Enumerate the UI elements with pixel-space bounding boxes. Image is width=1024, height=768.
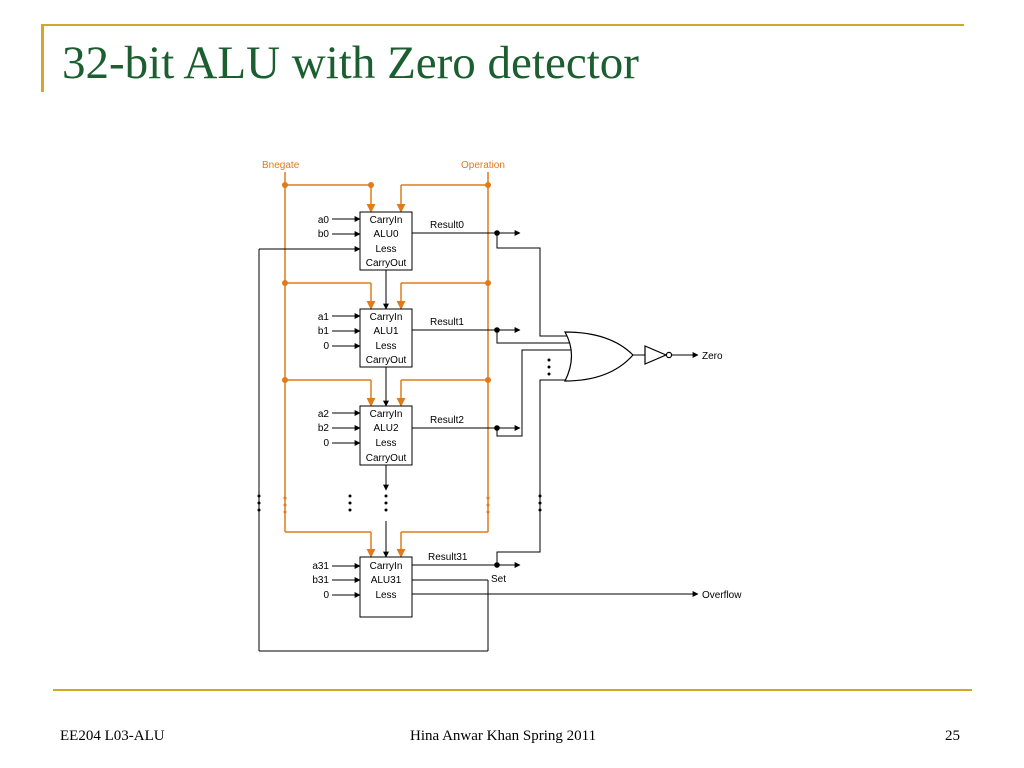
- title-frame-left-rule: [41, 24, 44, 92]
- alu31-less-label: Less: [375, 590, 396, 601]
- zero-label: Zero: [702, 351, 723, 362]
- or-gate: [563, 331, 634, 382]
- alu1-input-b: b1: [318, 326, 330, 337]
- alu2-carry-out-label: CarryOut: [366, 453, 407, 464]
- alu31-input-b: b31: [312, 575, 329, 586]
- alu1-name: ALU1: [373, 326, 398, 337]
- signal-junction-dots: [257, 230, 551, 568]
- alu1-input-less: 0: [323, 341, 329, 352]
- set-label: Set: [491, 574, 506, 585]
- alu31-name: ALU31: [371, 575, 402, 586]
- alu0-carry-in-label: CarryIn: [370, 215, 403, 226]
- operation-label: Operation: [461, 160, 505, 171]
- alu1-carry-in-label: CarryIn: [370, 312, 403, 323]
- title-frame-top-rule: [41, 24, 964, 26]
- alu0-result-label: Result0: [430, 220, 464, 231]
- control-junction-dots: [282, 182, 491, 514]
- alu0-input-b: b0: [318, 229, 330, 240]
- alu2-input-a: a2: [318, 409, 330, 420]
- alu31-carry-in-label: CarryIn: [370, 561, 403, 572]
- alu0-carry-out-label: CarryOut: [366, 258, 407, 269]
- alu2-carry-in-label: CarryIn: [370, 409, 403, 420]
- footer-rule: [53, 689, 972, 691]
- alu2-input-less: 0: [323, 438, 329, 449]
- alu0-name: ALU0: [373, 229, 398, 240]
- alu0-input-a: a0: [318, 215, 330, 226]
- alu2-less-label: Less: [375, 438, 396, 449]
- alu2-input-b: b2: [318, 423, 330, 434]
- alu31-block: CarryIn ALU31 Less a31 b31 0 Result31: [312, 552, 468, 618]
- inverter-bubble: [665, 351, 673, 359]
- footer-course-code: EE204 L03-ALU: [60, 728, 165, 744]
- alu2-result-label: Result2: [430, 415, 464, 426]
- slide-number: 25: [945, 728, 960, 744]
- alu2-name: ALU2: [373, 423, 398, 434]
- control-wires: [284, 172, 489, 558]
- alu2-block: CarryIn ALU2 Less CarryOut a2 b2 0 Resul…: [318, 405, 464, 466]
- footer-author: Hina Anwar Khan Spring 2011: [410, 728, 597, 744]
- alu1-input-a: a1: [318, 312, 330, 323]
- alu1-carry-out-label: CarryOut: [366, 355, 407, 366]
- slide-title: 32-bit ALU with Zero detector: [62, 37, 639, 89]
- alu0-less-label: Less: [375, 244, 396, 255]
- alu1-block: CarryIn ALU1 Less CarryOut a1 b1 0 Resul…: [318, 308, 464, 368]
- alu0-block: CarryIn ALU0 Less CarryOut a0 b0 Result0: [318, 211, 464, 271]
- overflow-label: Overflow: [702, 590, 742, 601]
- inverter: [644, 345, 668, 365]
- alu31-result-label: Result31: [428, 552, 468, 563]
- alu1-less-label: Less: [375, 341, 396, 352]
- signal-wires: [258, 230, 699, 652]
- bnegate-label: Bnegate: [262, 160, 300, 171]
- alu31-input-less: 0: [323, 590, 329, 601]
- alu31-input-a: a31: [312, 561, 329, 572]
- alu1-result-label: Result1: [430, 317, 464, 328]
